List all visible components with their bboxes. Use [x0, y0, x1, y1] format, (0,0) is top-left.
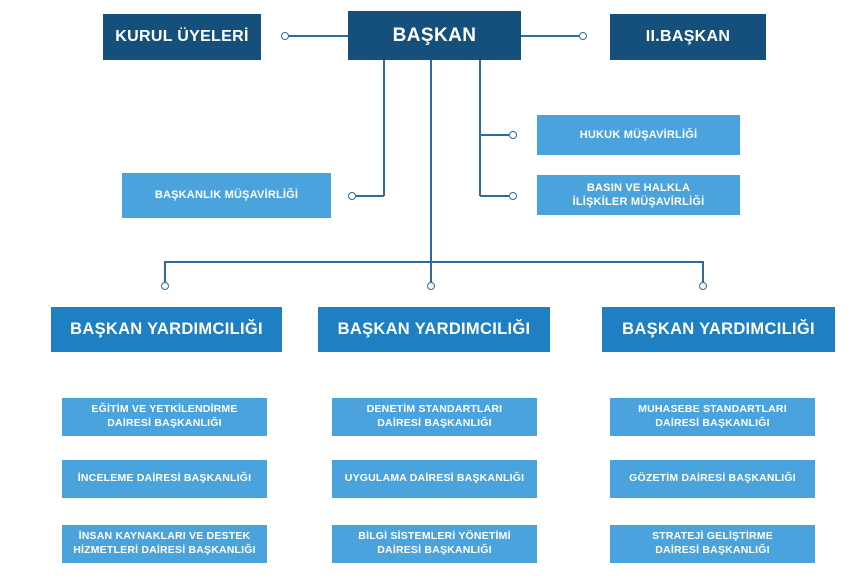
- connector-line-vp3-drop: [702, 261, 704, 282]
- dept-education-authorization-box: EĞİTİM VE YETKİLENDİRME DAİRESİ BAŞKANLI…: [62, 398, 267, 436]
- connector-node-second-president: [578, 31, 587, 40]
- dept-human-resources-support-box: İNSAN KAYNAKLARI VE DESTEK HİZMETLERİ DA…: [62, 525, 267, 563]
- legal-advisory-box: HUKUK MÜŞAVİRLİĞİ: [537, 115, 740, 155]
- second-president-box: II.BAŞKAN: [610, 14, 766, 60]
- president-box: BAŞKAN: [348, 11, 521, 60]
- connector-line-to-legal-advisory: [480, 134, 509, 136]
- vice-presidency-2-box: BAŞKAN YARDIMCILIĞI: [318, 307, 550, 352]
- connector-node-vp1: [160, 281, 169, 290]
- dept-examination-box: İNCELEME DAİRESİ BAŞKANLIĞI: [62, 460, 267, 498]
- connector-line-president-advisory-drop: [383, 60, 385, 196]
- dept-strategy-development-box: STRATEJİ GELİŞTİRME DAİRESİ BAŞKANLIĞI: [610, 525, 815, 563]
- connector-node-vp3: [698, 281, 707, 290]
- connector-node-vp2: [426, 281, 435, 290]
- connector-node-board: [280, 31, 289, 40]
- press-public-relations-advisory-box: BASIN VE HALKLA İLİŞKİLER MÜŞAVİRLİĞİ: [537, 175, 740, 215]
- connector-node-legal-advisory: [508, 130, 517, 139]
- connector-line-vice-presidency-distribution: [165, 261, 704, 263]
- dept-oversight-box: GÖZETİM DAİRESİ BAŞKANLIĞI: [610, 460, 815, 498]
- board-members-box: KURUL ÜYELERİ: [103, 14, 261, 60]
- dept-implementation-box: UYGULAMA DAİRESİ BAŞKANLIĞI: [332, 460, 537, 498]
- connector-line-vp1-drop: [164, 261, 166, 282]
- presidency-advisory-box: BAŞKANLIK MÜŞAVİRLİĞİ: [122, 173, 331, 218]
- vice-presidency-3-box: BAŞKAN YARDIMCILIĞI: [602, 307, 835, 352]
- connector-line-board-president: [289, 35, 348, 37]
- dept-audit-standards-box: DENETİM STANDARTLARI DAİRESİ BAŞKANLIĞI: [332, 398, 537, 436]
- connector-node-press-advisory: [508, 191, 517, 200]
- dept-accounting-standards-box: MUHASEBE STANDARTLARI DAİRESİ BAŞKANLIĞI: [610, 398, 815, 436]
- vice-presidency-1-box: BAŞKAN YARDIMCILIĞI: [51, 307, 282, 352]
- dept-information-systems-box: BİLGİ SİSTEMLERİ YÖNETİMİ DAİRESİ BAŞKAN…: [332, 525, 537, 563]
- connector-line-president-right-drop: [479, 60, 481, 196]
- connector-node-presidency-advisory: [347, 191, 356, 200]
- connector-line-to-presidency-advisory: [356, 195, 384, 197]
- connector-line-to-press-advisory: [480, 195, 509, 197]
- connector-line-president-second-president: [521, 35, 579, 37]
- connector-line-president-main-drop: [430, 60, 432, 282]
